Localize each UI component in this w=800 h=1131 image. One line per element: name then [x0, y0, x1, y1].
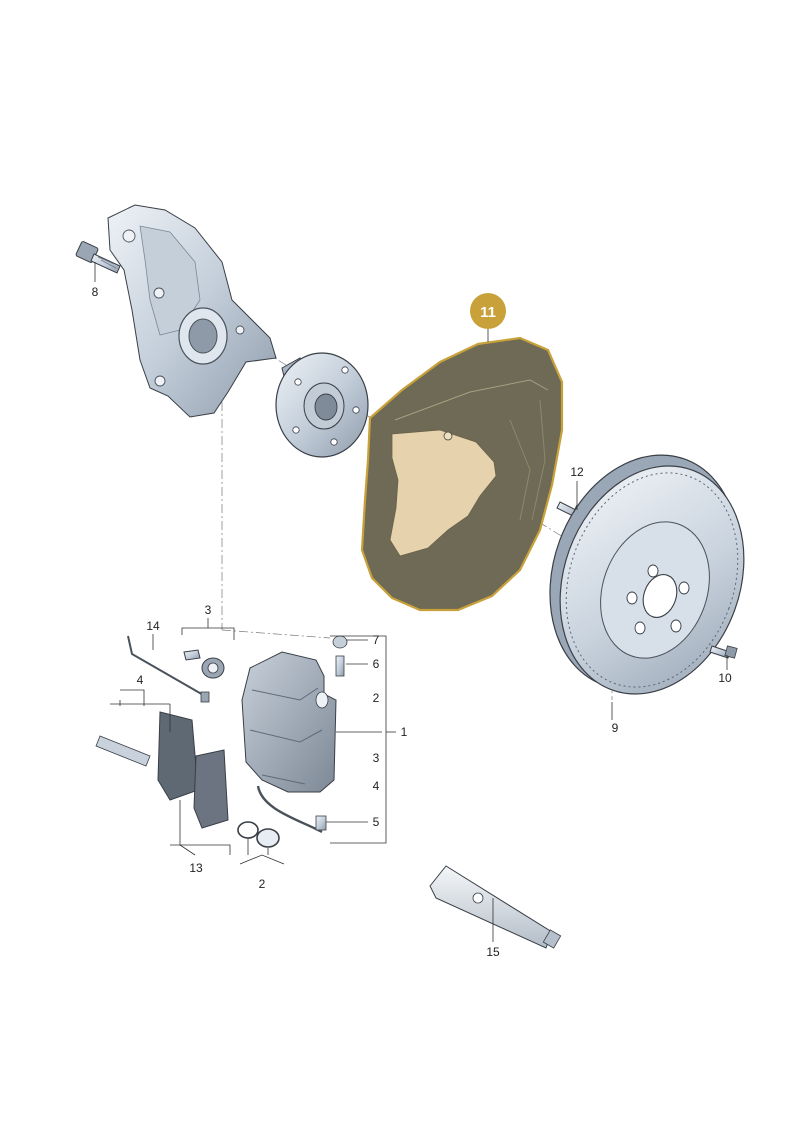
brake-caliper-part-1[interactable] [241, 651, 337, 793]
label-6: 6 [373, 657, 380, 671]
part-labels: 8 12 10 9 14 3 7 6 4 2 1 3 4 5 13 2 15 [92, 285, 732, 959]
label-4-left: 4 [137, 673, 144, 687]
guide-pin-part-3[interactable] [183, 649, 225, 679]
brake-shield-cutout [389, 429, 497, 557]
screw-part-10[interactable] [709, 645, 738, 659]
highlight-badge[interactable]: 11 [470, 293, 506, 329]
brake-hose-part-4[interactable] [256, 785, 323, 834]
label-7: 7 [373, 633, 380, 647]
label-2-bottom: 2 [259, 877, 266, 891]
hose-fitting-part-5[interactable] [315, 815, 327, 831]
label-13: 13 [189, 861, 203, 875]
label-8: 8 [92, 285, 99, 299]
label-3-right: 3 [373, 751, 380, 765]
bleed-valve-part-6[interactable] [335, 655, 345, 677]
badge-circle [470, 293, 506, 329]
wear-indicator-part-14[interactable] [127, 635, 210, 703]
label-10: 10 [718, 671, 732, 685]
wheel-hub[interactable] [275, 352, 369, 458]
label-1: 1 [401, 725, 408, 739]
grease-tube-part-15[interactable] [429, 865, 562, 949]
label-5: 5 [373, 815, 380, 829]
leader-lines [94, 262, 728, 942]
bolt-part-8[interactable] [75, 241, 121, 274]
label-9: 9 [612, 721, 619, 735]
brake-shield-part-11[interactable] [360, 336, 564, 612]
brake-disc-part-9[interactable] [518, 428, 774, 720]
bleed-cap-part-7[interactable] [332, 635, 348, 649]
label-14: 14 [146, 619, 160, 633]
seal-kit-part-2[interactable] [237, 821, 280, 848]
label-15: 15 [486, 945, 500, 959]
label-2-right: 2 [373, 691, 380, 705]
label-4-right: 4 [373, 779, 380, 793]
steering-knuckle[interactable] [107, 204, 277, 418]
brake-pads-part-13[interactable] [95, 711, 229, 829]
badge-label: 11 [480, 304, 496, 321]
label-3-top: 3 [205, 603, 212, 617]
label-12: 12 [570, 465, 584, 479]
